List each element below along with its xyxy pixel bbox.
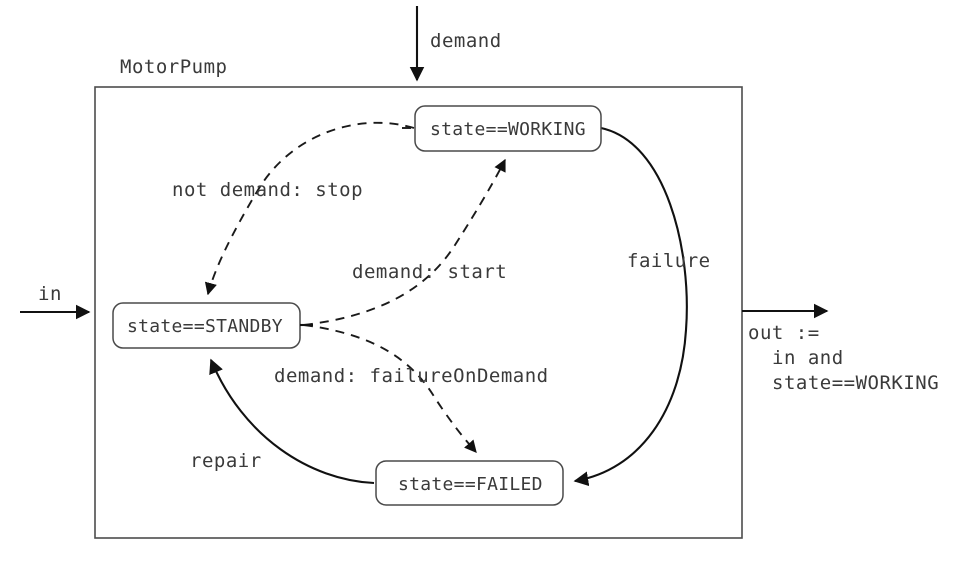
transition-failure-on-demand-label: demand: failureOnDemand — [274, 365, 549, 387]
transition-start-edge — [303, 158, 506, 326]
transition-stop-edge — [204, 121, 415, 296]
transition-failure-edge — [573, 126, 688, 487]
transition-repair-edge — [209, 358, 375, 485]
state-working-label: state==WORKING — [430, 119, 586, 140]
state-node-standby[interactable]: state==STANDBY — [112, 302, 301, 349]
out-output-label-line2: in and — [772, 347, 844, 369]
transition-repair-label: repair — [190, 450, 262, 472]
state-working-box[interactable] — [414, 105, 602, 152]
state-failed-label: state==FAILED — [398, 474, 543, 495]
transition-stop-label: not demand: stop — [172, 179, 363, 201]
transition-start-label: demand: start — [352, 261, 507, 283]
state-node-failed[interactable]: state==FAILED — [375, 460, 564, 506]
state-node-working[interactable]: state==WORKING — [414, 105, 602, 152]
transition-failure-label: failure — [627, 250, 711, 272]
out-output-label-line3: state==WORKING — [772, 372, 939, 394]
state-failed-box[interactable] — [375, 460, 564, 506]
in-input-label: in — [38, 283, 62, 305]
container-title: MotorPump — [120, 56, 227, 78]
state-standby-label: state==STANDBY — [127, 316, 283, 337]
demand-input-label: demand — [430, 30, 502, 52]
transition-failure-on-demand-edge — [303, 324, 477, 453]
out-output-label-line1: out := — [748, 322, 820, 344]
motorpump-container — [94, 86, 743, 539]
